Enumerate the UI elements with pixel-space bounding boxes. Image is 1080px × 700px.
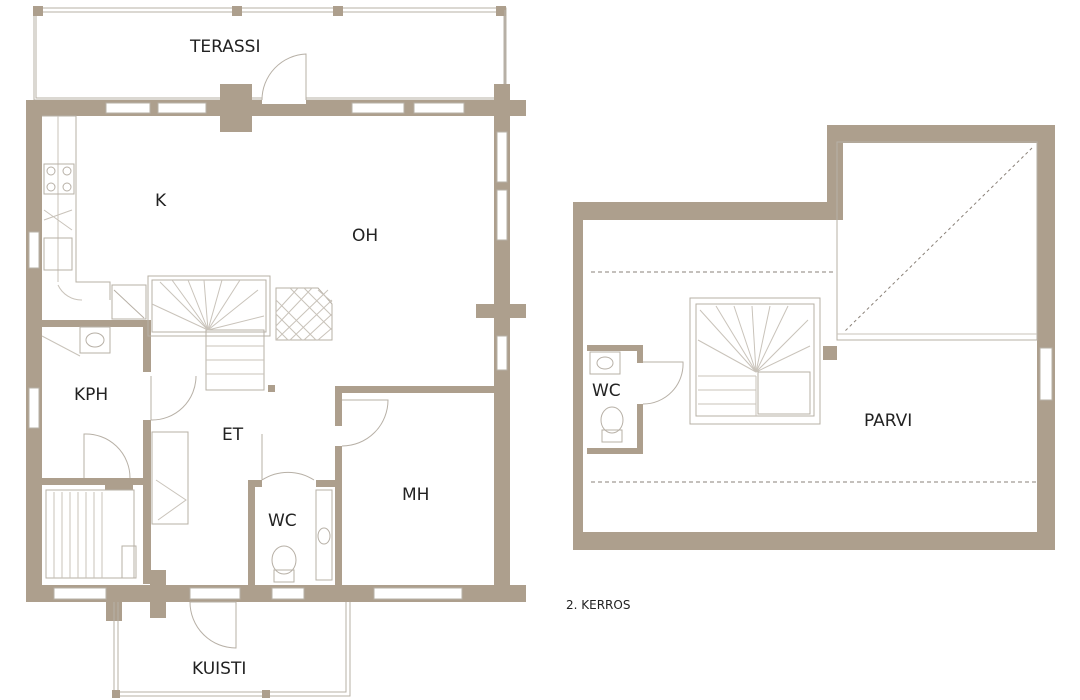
wc-fixtures (261, 434, 333, 583)
open-void (836, 141, 1038, 341)
terrace-door (261, 53, 307, 104)
porch (112, 587, 351, 698)
upper-floor: WC PARVI 2. KERROS (566, 125, 1055, 612)
room-label-living: OH (352, 226, 378, 246)
kitchen-counter (42, 115, 147, 320)
floor-caption: 2. KERROS (566, 598, 630, 612)
room-label-kitchen: K (155, 191, 167, 211)
room-label-porch: KUISTI (192, 659, 246, 679)
bedroom-door (341, 399, 389, 447)
room-label-terrace: TERASSI (189, 37, 260, 57)
upper-staircase (689, 297, 837, 425)
room-label-bedroom: MH (402, 485, 429, 505)
ground-interior-walls (42, 320, 495, 586)
room-label-upper-wc: WC (592, 381, 621, 401)
upper-wc (587, 345, 684, 454)
room-label-loft: PARVI (864, 411, 912, 431)
room-label-hall: ET (222, 425, 244, 445)
ground-windows (28, 102, 508, 600)
fireplace (275, 287, 333, 341)
room-label-bathroom: KPH (74, 385, 108, 405)
ground-floor: TERASSI K OH KPH ET WC MH KUISTI (26, 6, 526, 698)
terrace-railing (33, 6, 507, 101)
ground-staircase (147, 275, 271, 391)
bathroom-fixtures (41, 326, 197, 579)
room-label-wc: WC (268, 511, 297, 531)
hall-closet (151, 431, 189, 525)
upper-exterior-walls (573, 125, 1055, 550)
